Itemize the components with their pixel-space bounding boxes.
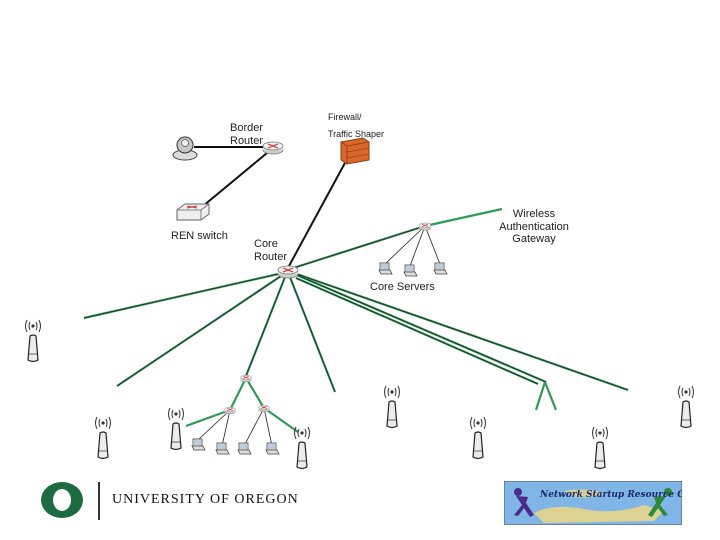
workstation-icon <box>265 442 280 455</box>
server-icon <box>403 264 418 277</box>
firewall-label-line2: Traffic Shaper <box>328 129 385 139</box>
distribution-router-icon <box>258 404 270 413</box>
wireless-access-point-icon <box>383 385 401 429</box>
link-left-switch-to-ap <box>185 408 231 428</box>
user-icon <box>172 136 198 161</box>
link-dist-to-left-switch <box>229 377 247 411</box>
gateway-router-icon <box>418 222 432 231</box>
link-gateway-router-to-gateway <box>424 207 503 228</box>
firewall-icon <box>340 137 370 165</box>
logo-divider <box>98 482 100 520</box>
nsrc-name: Network Startup Resource Center <box>539 490 682 500</box>
server-icon <box>433 262 448 275</box>
backbone-links <box>194 146 353 267</box>
wireless-access-point-icon <box>677 385 695 429</box>
link-dist-to-right-switch <box>245 377 265 409</box>
core-router-icon <box>277 265 299 279</box>
wireless-access-point-icon <box>469 416 487 460</box>
wireless-gateway-label: Wireless Authentication Gateway <box>499 208 569 246</box>
ren-switch-label: REN switch <box>171 230 228 242</box>
link-fork-a <box>534 381 547 411</box>
thin-links <box>83 225 629 447</box>
core-servers-label: Core Servers <box>370 281 435 293</box>
link-border-to-ren <box>196 147 274 212</box>
university-of-oregon-logo <box>41 482 83 518</box>
runner-left-icon <box>514 488 534 517</box>
distribution-router-icon <box>224 406 236 415</box>
runner-right-icon <box>648 488 672 517</box>
nsrc-logo: Network Startup Resource Center <box>504 481 682 525</box>
link-right-switch-to-ap <box>263 407 299 433</box>
wireless-access-point-icon <box>591 426 609 470</box>
server-icon <box>378 262 393 275</box>
wireless-access-point-icon <box>167 407 185 451</box>
wireless-access-point-icon <box>94 416 112 460</box>
link-firewall-to-core <box>288 149 353 267</box>
firewall-label-line1: Firewall/ <box>328 112 362 122</box>
wireless-access-point-icon <box>24 319 42 363</box>
workstation-icon <box>215 442 230 455</box>
border-router-label: Border Router <box>230 122 264 147</box>
university-name: UNIVERSITY OF OREGON <box>112 492 299 507</box>
wireless-access-point-icon <box>293 426 311 470</box>
workstation-icon <box>191 438 206 451</box>
ren-switch-icon <box>176 203 210 221</box>
distribution-router-icon <box>240 374 252 383</box>
workstation-icon <box>237 442 252 455</box>
core-router-label: Core Router <box>254 238 288 263</box>
link-fork-b <box>543 381 558 411</box>
